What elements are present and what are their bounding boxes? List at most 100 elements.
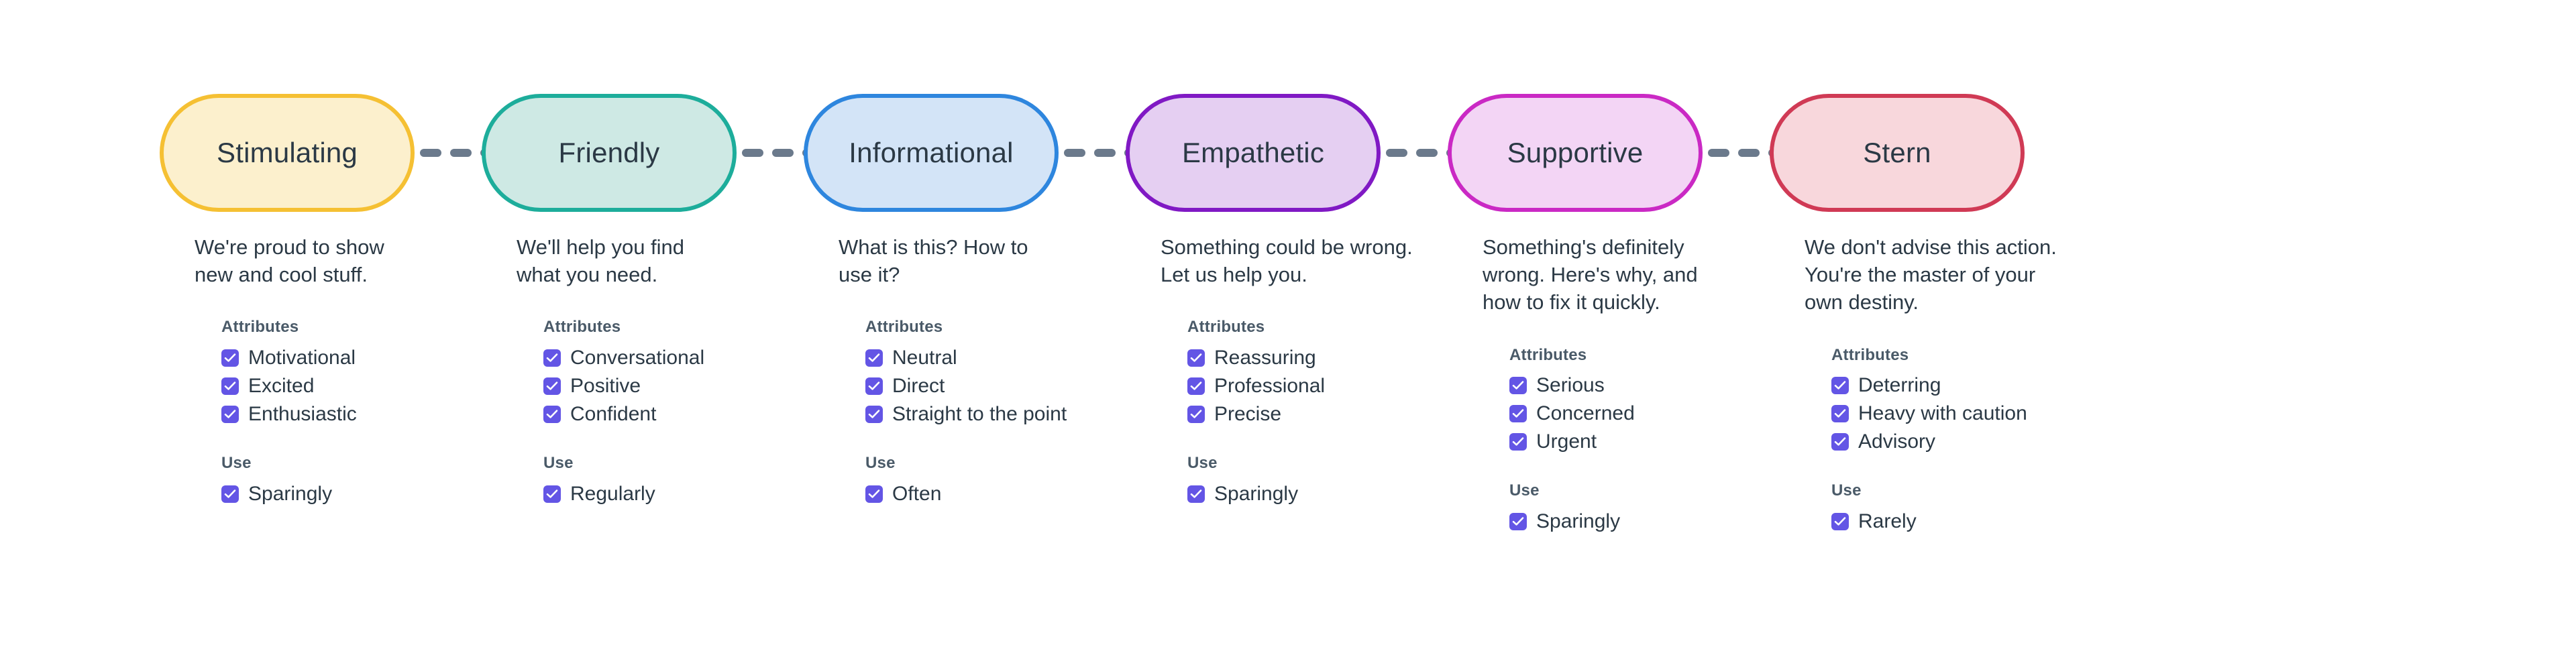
checkbox-row[interactable]: Precise [1187, 400, 1469, 428]
checkbox-row[interactable]: Straight to the point [865, 400, 1147, 428]
use-heading: Use [865, 454, 896, 473]
tone-pill-label: Supportive [1507, 137, 1644, 168]
attributes-heading: Attributes [543, 318, 621, 337]
checkbox-row[interactable]: Deterring [1831, 371, 2113, 400]
checkbox-row[interactable]: Conversational [543, 344, 825, 372]
check-icon[interactable] [543, 485, 561, 504]
tone-pill-label: Stern [1863, 137, 1931, 168]
tone-pill[interactable]: Stimulating [160, 94, 415, 212]
attributes-heading: Attributes [1187, 318, 1265, 337]
checkbox-row[interactable]: Concerned [1509, 400, 1791, 428]
check-icon[interactable] [1187, 349, 1205, 367]
check-icon[interactable] [543, 349, 561, 367]
check-icon[interactable] [1509, 405, 1527, 423]
checkbox-row[interactable]: Reassuring [1187, 344, 1469, 372]
use-heading: Use [221, 454, 252, 473]
checkbox-row[interactable]: Often [865, 480, 1147, 508]
attributes-heading: Attributes [1831, 345, 1909, 364]
dash-segment [1064, 149, 1085, 157]
checkbox-label: Deterring [1858, 374, 1941, 397]
checkbox-row[interactable]: Direct [865, 372, 1147, 400]
tone-pill[interactable]: Stern [1770, 94, 2025, 212]
check-icon[interactable] [1187, 406, 1205, 424]
tone-pill[interactable]: Empathetic [1126, 94, 1381, 212]
check-icon[interactable] [865, 485, 883, 504]
checkbox-label: Direct [892, 375, 945, 398]
check-icon[interactable] [865, 406, 883, 424]
checkbox-row[interactable]: Sparingly [1509, 508, 1791, 536]
attributes-heading: Attributes [865, 318, 943, 337]
checkbox-row[interactable]: Positive [543, 372, 825, 400]
check-icon[interactable] [865, 349, 883, 367]
checkbox-label: Neutral [892, 347, 957, 369]
check-icon[interactable] [1187, 377, 1205, 396]
check-icon[interactable] [543, 377, 561, 396]
check-icon[interactable] [1831, 513, 1849, 531]
check-icon[interactable] [1509, 377, 1527, 395]
pill-row: Stimulating [160, 94, 532, 221]
checkbox-row[interactable]: Motivational [221, 344, 503, 372]
tone-description: Something could be wrong. Let us help yo… [1161, 235, 1413, 287]
checkbox-label: Precise [1214, 403, 1282, 426]
checkbox-row[interactable]: Neutral [865, 344, 1147, 372]
tone-pill[interactable]: Friendly [482, 94, 737, 212]
dash-segment [1386, 149, 1407, 157]
checkbox-label: Positive [570, 375, 641, 398]
checkbox-label: Regularly [570, 483, 655, 506]
checkbox-label: Sparingly [248, 483, 333, 506]
checkbox-row[interactable]: Sparingly [1187, 480, 1469, 508]
checkbox-row[interactable]: Advisory [1831, 428, 2113, 456]
checkbox-row[interactable]: Rarely [1831, 508, 2113, 536]
checkbox-row[interactable]: Professional [1187, 372, 1469, 400]
checkbox-row[interactable]: Enthusiastic [221, 400, 503, 428]
tone-description: Something's definitely wrong. Here's why… [1483, 235, 1698, 314]
check-icon[interactable] [221, 485, 239, 504]
checkbox-row[interactable]: Confident [543, 400, 825, 428]
checkbox-label: Serious [1536, 374, 1605, 397]
check-icon[interactable] [221, 406, 239, 424]
attributes-heading: Attributes [221, 318, 299, 337]
checkbox-row[interactable]: Regularly [543, 480, 825, 508]
check-icon[interactable] [221, 349, 239, 367]
pill-row: Informational [804, 94, 1176, 221]
check-icon[interactable] [1831, 405, 1849, 423]
tone-description: We're proud to show new and cool stuff. [195, 235, 384, 287]
checkbox-label: Concerned [1536, 402, 1635, 425]
tone-pill[interactable]: Supportive [1448, 94, 1703, 212]
check-icon[interactable] [1831, 377, 1849, 395]
check-icon[interactable] [1187, 485, 1205, 504]
check-icon[interactable] [1509, 433, 1527, 451]
pill-row: Friendly [482, 94, 854, 221]
checkbox-row[interactable]: Urgent [1509, 428, 1791, 456]
checkbox-row[interactable]: Serious [1509, 371, 1791, 400]
checkbox-label: Urgent [1536, 430, 1597, 453]
use-heading: Use [1187, 454, 1218, 473]
checkbox-label: Professional [1214, 375, 1326, 398]
checkbox-row[interactable]: Sparingly [221, 480, 503, 508]
check-icon[interactable] [1509, 513, 1527, 531]
tone-pill[interactable]: Informational [804, 94, 1059, 212]
check-icon[interactable] [865, 377, 883, 396]
checkbox-row[interactable]: Heavy with caution [1831, 400, 2113, 428]
checkbox-label: Sparingly [1536, 510, 1621, 533]
check-icon[interactable] [221, 377, 239, 396]
checkbox-label: Sparingly [1214, 483, 1299, 506]
tone-pill-label: Empathetic [1181, 137, 1325, 168]
checkbox-row[interactable]: Excited [221, 372, 503, 400]
pill-row: Empathetic [1126, 94, 1498, 221]
check-icon[interactable] [1831, 433, 1849, 451]
check-icon[interactable] [543, 406, 561, 424]
